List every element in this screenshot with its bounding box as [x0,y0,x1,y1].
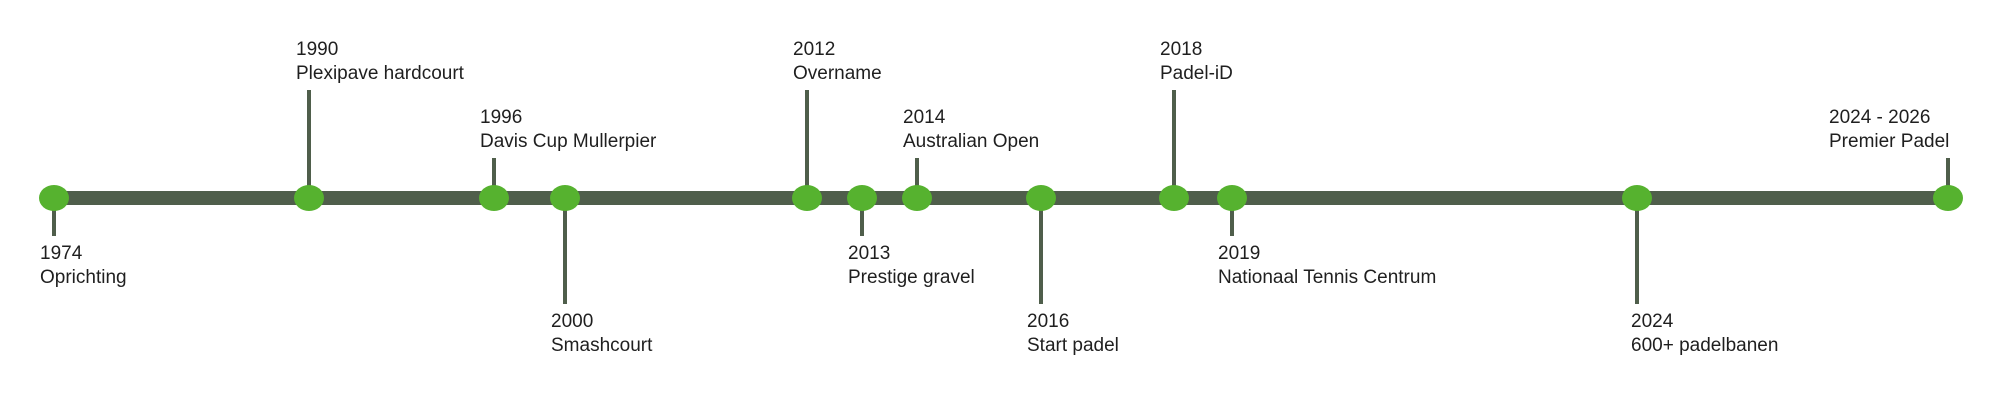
event-title: Davis Cup Mullerpier [480,131,657,152]
timeline-event-label: 2024 600+ padelbanen [1631,310,1778,358]
event-year: 2024 [1631,311,1674,332]
timeline-marker [479,185,509,211]
event-title: Nationaal Tennis Centrum [1218,267,1437,288]
event-year: 2019 [1218,243,1261,264]
timeline-marker [294,185,324,211]
timeline-stem [1230,198,1234,236]
timeline-stem [1172,90,1176,198]
timeline-stem [1039,198,1043,304]
event-year: 2000 [551,311,594,332]
event-title: Start padel [1027,335,1119,356]
event-title: Prestige gravel [848,267,975,288]
timeline-marker [1026,185,1056,211]
event-title: 600+ padelbanen [1631,335,1779,356]
event-year: 1996 [480,107,523,128]
timeline-marker [902,185,932,211]
timeline-stem [1946,158,1950,198]
timeline-marker [1933,185,1963,211]
event-title: Smashcourt [551,335,653,356]
event-title: Overname [793,63,882,84]
timeline-marker [1622,185,1652,211]
timeline-stem [805,90,809,198]
timeline-stem [1635,198,1639,304]
timeline-stem [860,198,864,236]
event-title: Padel-iD [1160,63,1233,84]
event-year: 1974 [40,243,83,264]
timeline-axis [52,191,1944,205]
timeline-stem [52,198,56,236]
event-year: 2012 [793,39,836,60]
event-year: 2024 - 2026 [1829,107,1931,128]
event-year: 2013 [848,243,891,264]
event-title: Premier Padel [1829,131,1950,152]
timeline-marker [792,185,822,211]
event-year: 2016 [1027,311,1070,332]
timeline-marker [550,185,580,211]
timeline-stem [307,90,311,198]
timeline-marker [39,185,69,211]
event-title: Oprichting [40,267,127,288]
event-title: Plexipave hardcourt [296,63,464,84]
timeline-stem [915,158,919,198]
event-year: 2018 [1160,39,1203,60]
event-title: Australian Open [903,131,1040,152]
timeline-marker [847,185,877,211]
timeline-marker [1217,185,1247,211]
timeline-marker [1159,185,1189,211]
timeline-stem [563,198,567,304]
timeline-stem [492,158,496,198]
event-year: 2014 [903,107,946,128]
event-year: 1990 [296,39,339,60]
